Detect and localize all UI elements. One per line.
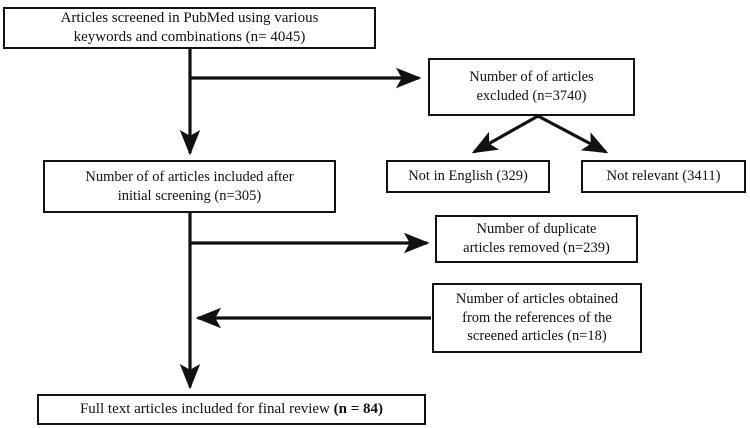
not-in-english-box: Not in English (329) [386,160,550,193]
not-relevant-box: Not relevant (3411) [581,160,746,193]
articles-excluded-box: Number of of articles excluded (n=3740) [428,58,635,116]
articles-included-text: Number of of articles included after ini… [85,168,294,204]
articles-from-references-box: Number of articles obtained from the ref… [432,283,642,353]
articles-excluded-text: Number of of articles excluded (n=3740) [469,69,594,104]
articles-screened-box: Articles screened in PubMed using variou… [3,7,376,49]
full-text-articles-text: Full text articles included for final re… [45,400,418,419]
full-text-articles-label: Full text articles included for final re… [79,400,334,417]
not-relevant-text: Not relevant (3411) [606,168,721,185]
duplicate-articles-removed-box: Number of duplicate articles removed (n=… [435,215,638,263]
duplicate-articles-text: Number of duplicate articles removed (n=… [463,221,610,256]
not-in-english-text: Not in English (329) [408,168,528,185]
articles-from-references-text: Number of articles obtained from the ref… [455,291,619,345]
articles-screened-text: Articles screened in PubMed using variou… [60,9,319,45]
full-text-articles-final-review-box: Full text articles included for final re… [37,394,426,425]
articles-included-after-initial-screening-box: Number of of articles included after ini… [43,160,336,213]
edge-excluded-to-not-in-english [471,114,539,154]
edge-excluded-to-not-relevant [537,114,609,154]
full-text-articles-count: (n = 84) [333,400,384,417]
